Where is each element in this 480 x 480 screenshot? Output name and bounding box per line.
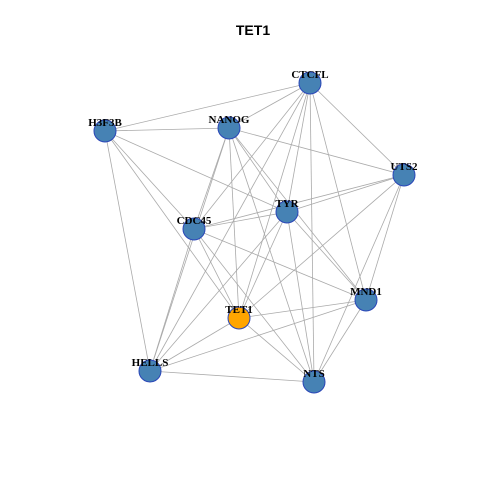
edge-tyr-mnd1 xyxy=(286,211,367,301)
edge-ctcfl-cdc45 xyxy=(193,82,311,230)
edge-cdc45-nts xyxy=(193,228,315,383)
node-h3f3b[interactable] xyxy=(93,119,117,143)
edge-ctcfl-h3f3b xyxy=(104,82,311,132)
node-label-h3f3b: H3F3B xyxy=(88,117,122,129)
node-label-tet1: TET1 xyxy=(225,304,253,316)
edge-ctcfl-mnd1 xyxy=(309,82,367,301)
edge-uts2-tet1 xyxy=(238,174,405,319)
node-label-nanog: NANOG xyxy=(209,114,250,126)
edge-nanog-tyr xyxy=(228,127,288,213)
edge-tet1-hells xyxy=(149,317,240,372)
edge-nanog-hells xyxy=(149,127,230,372)
edge-ctcfl-tyr xyxy=(286,82,311,213)
graph-title: TET1 xyxy=(236,22,270,38)
node-tet1[interactable] xyxy=(227,306,251,330)
edge-tyr-cdc45 xyxy=(193,211,288,230)
edge-tyr-hells xyxy=(149,211,288,372)
edge-cdc45-tet1 xyxy=(193,228,240,319)
node-tyr[interactable] xyxy=(275,200,299,224)
node-ctcfl[interactable] xyxy=(298,71,322,95)
node-label-ctcfl: CTCFL xyxy=(291,69,328,81)
edge-h3f3b-hells xyxy=(104,130,151,372)
edge-tyr-nts xyxy=(286,211,315,383)
edge-h3f3b-tet1 xyxy=(104,130,240,319)
node-label-uts2: UTS2 xyxy=(391,161,418,173)
edge-uts2-cdc45 xyxy=(193,174,405,230)
edge-h3f3b-cdc45 xyxy=(104,130,195,230)
edge-uts2-mnd1 xyxy=(365,174,405,301)
node-hells[interactable] xyxy=(138,359,162,383)
edge-ctcfl-tet1 xyxy=(238,82,311,319)
edge-mnd1-nts xyxy=(313,299,367,383)
edge-uts2-nts xyxy=(313,174,405,383)
edge-uts2-tyr xyxy=(286,174,405,213)
edge-mnd1-tet1 xyxy=(238,299,367,319)
edge-ctcfl-nanog xyxy=(228,82,311,129)
edge-ctcfl-uts2 xyxy=(309,82,405,176)
edge-hells-nts xyxy=(149,370,315,383)
node-uts2[interactable] xyxy=(392,163,416,187)
node-cdc45[interactable] xyxy=(182,217,206,241)
edge-mnd1-hells xyxy=(149,299,367,372)
edge-nanog-tet1 xyxy=(228,127,240,319)
node-mnd1[interactable] xyxy=(354,288,378,312)
edge-h3f3b-nanog xyxy=(104,127,230,132)
edge-ctcfl-hells xyxy=(149,82,311,372)
node-label-mnd1: MND1 xyxy=(350,286,382,298)
node-label-cdc45: CDC45 xyxy=(177,215,212,227)
edge-cdc45-hells xyxy=(149,228,195,372)
edge-layer xyxy=(104,82,405,383)
node-nanog[interactable] xyxy=(217,116,241,140)
edge-cdc45-mnd1 xyxy=(193,228,367,301)
edge-tet1-nts xyxy=(238,317,315,383)
node-label-hells: HELLS xyxy=(132,357,169,369)
edge-nanog-uts2 xyxy=(228,127,405,176)
edge-h3f3b-tyr xyxy=(104,130,288,213)
edge-tyr-tet1 xyxy=(238,211,288,319)
node-label-nts: NTS xyxy=(303,368,324,380)
node-nts[interactable] xyxy=(302,370,326,394)
edge-nanog-nts xyxy=(228,127,315,383)
node-label-tyr: TYR xyxy=(275,198,299,210)
